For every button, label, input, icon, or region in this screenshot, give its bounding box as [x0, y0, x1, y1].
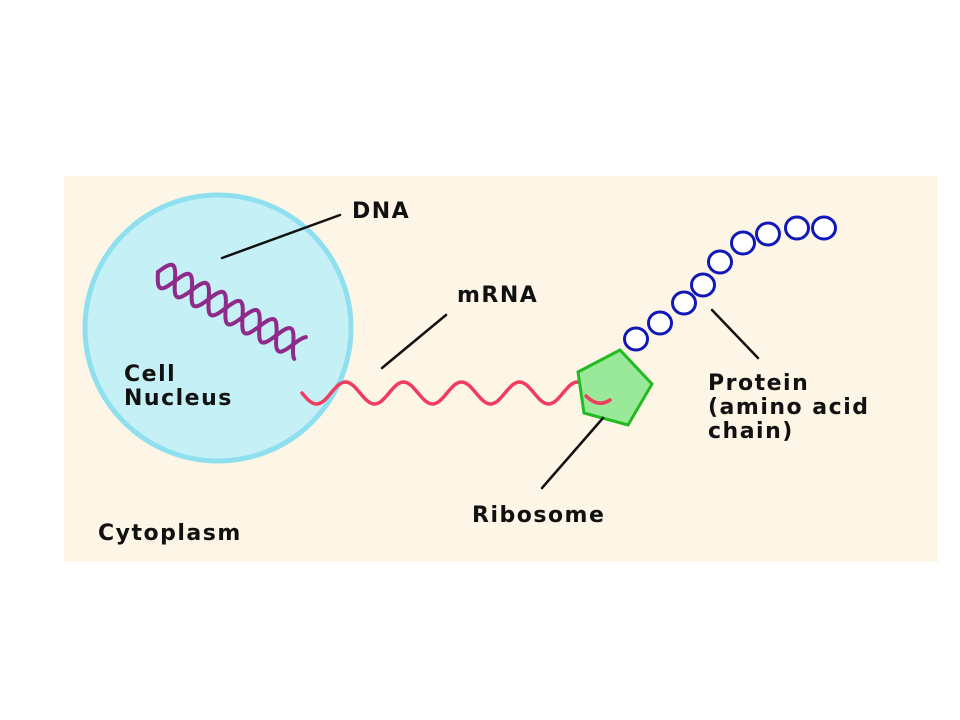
- amino-acid-ring: [811, 215, 837, 241]
- cell-nucleus: [82, 192, 354, 464]
- amino-acid-ring: [623, 326, 649, 352]
- protein-label-line2: (amino acid: [708, 395, 869, 420]
- amino-acid-ring: [730, 230, 756, 256]
- mrna-strand: [300, 380, 592, 406]
- mrna-leader-line: [380, 313, 448, 370]
- dna-leader-line: [220, 213, 342, 260]
- nucleus-label: Nucleus: [124, 386, 233, 411]
- protein-chain: [623, 215, 837, 352]
- dna-strand-b: [156, 262, 308, 354]
- ribosome-label: Ribosome: [472, 503, 605, 528]
- amino-acid-ring: [671, 290, 697, 316]
- cytoplasm-label: Cytoplasm: [98, 521, 242, 546]
- mrna-tail: [584, 394, 612, 405]
- amino-acid-ring: [784, 215, 810, 241]
- ribosome-pentagon: [576, 348, 654, 427]
- dna-helix: [155, 262, 308, 361]
- amino-acid-ring: [690, 272, 716, 298]
- amino-acid-ring: [647, 310, 673, 336]
- amino-acid-ring: [707, 249, 733, 275]
- ribosome-leader-line: [540, 416, 605, 490]
- mrna-label: mRNA: [457, 283, 538, 308]
- cell-label: Cell: [124, 362, 176, 387]
- amino-acid-ring: [755, 221, 781, 247]
- protein-label-line1: Protein: [708, 371, 809, 396]
- dna-label: DNA: [352, 199, 410, 224]
- protein-label-line3: chain): [708, 419, 794, 444]
- protein-leader-line: [710, 308, 760, 360]
